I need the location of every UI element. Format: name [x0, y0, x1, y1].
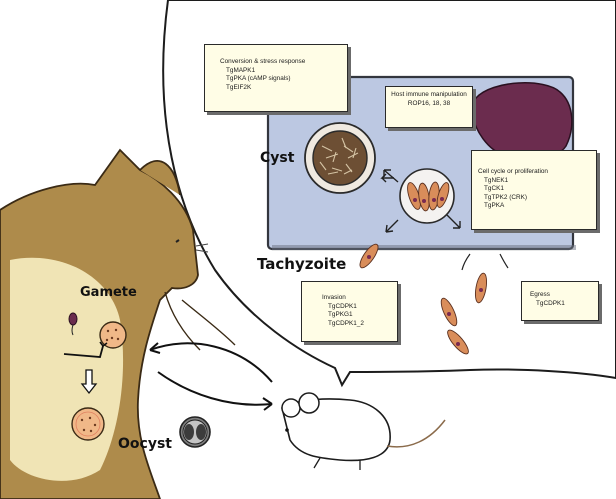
invasion-box: Invasion TgCDPK1 TgPKG1 TgCDPK1_2	[301, 281, 398, 342]
tachyzoite-label: Tachyzoite	[257, 255, 346, 273]
egress-box: Egress TgCDPK1	[521, 281, 599, 321]
parasitophorous-vacuole	[400, 169, 454, 223]
conversion-item: TgPKA (cAMP signals)	[220, 75, 341, 84]
gamete-label: Gamete	[80, 285, 137, 300]
transmission-arrows	[150, 343, 272, 410]
cell-cycle-title: Cell cycle or proliferation	[478, 168, 592, 177]
invasion-title: Invasion	[322, 294, 393, 303]
conversion-stress-box: Conversion & stress response TgMAPK1 TgP…	[204, 44, 348, 112]
cell-cycle-box: Cell cycle or proliferation TgNEK1 TgCK1…	[471, 150, 597, 230]
mouse-illustration	[282, 393, 445, 470]
oocyst-label: Oocyst	[118, 436, 172, 452]
host-immune-title: Host immune manipulation	[390, 91, 468, 100]
invasion-item: TgPKG1	[322, 311, 393, 320]
conversion-item: TgEIF2K	[220, 84, 341, 93]
cell-cycle-item: TgNEK1	[478, 177, 592, 186]
host-immune-item: ROP16, 18, 38	[390, 100, 468, 109]
egress-item: TgCDPK1	[530, 300, 594, 309]
egress-title: Egress	[530, 291, 594, 300]
oocyst-illustration	[180, 417, 210, 447]
cell-cycle-item: TgTPK2 (CRK)	[478, 194, 592, 203]
cyst-label: Cyst	[260, 150, 294, 166]
cell-cycle-item: TgCK1	[478, 185, 592, 194]
invasion-item: TgCDPK1_2	[322, 320, 393, 329]
host-immune-box: Host immune manipulation ROP16, 18, 38	[385, 86, 473, 128]
conversion-title: Conversion & stress response	[220, 58, 341, 67]
cell-cycle-item: TgPKA	[478, 202, 592, 211]
invasion-item: TgCDPK1	[322, 303, 393, 312]
cyst-illustration	[305, 123, 375, 193]
conversion-item: TgMAPK1	[220, 67, 341, 76]
